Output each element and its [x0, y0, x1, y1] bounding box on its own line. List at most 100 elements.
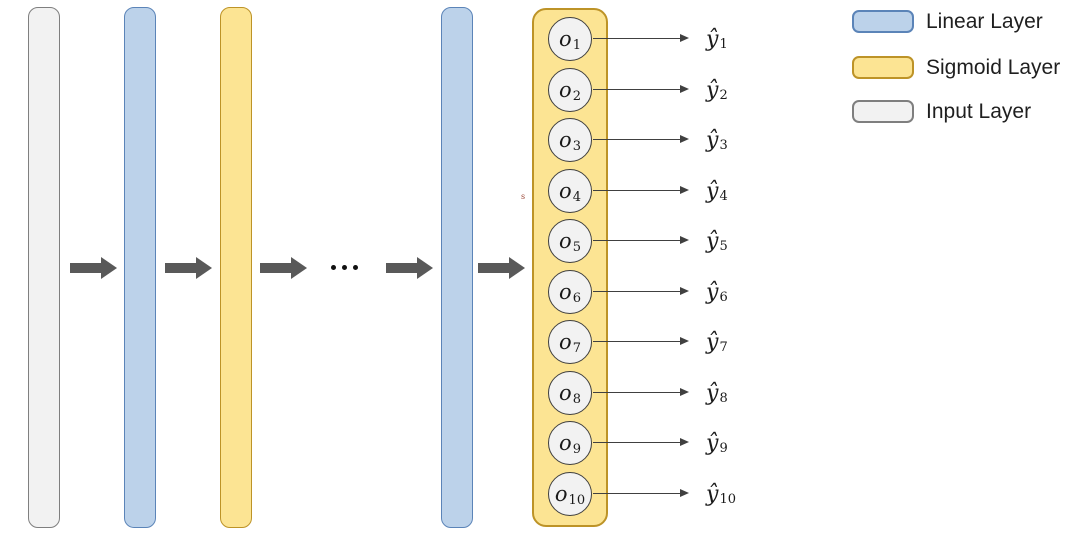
output-arrow-head-icon — [680, 388, 689, 396]
neuron-label: o6 — [559, 280, 581, 306]
output-value-label: ŷ4 — [706, 166, 728, 216]
output-value-label: ŷ1 — [706, 14, 728, 64]
legend-item-input: Input Layer — [852, 96, 1031, 127]
output-row: o6 ŷ6 — [0, 267, 1065, 317]
sigmoid-layer-swatch-icon — [852, 56, 914, 79]
neuron-label: o8 — [559, 381, 581, 407]
neuron-label: o1 — [559, 27, 581, 53]
yhat-label: ŷ10 — [706, 481, 736, 508]
output-row: o4 ŷ4 — [0, 166, 1065, 216]
output-row: o7 ŷ7 — [0, 317, 1065, 367]
output-neuron: o5 — [548, 219, 592, 263]
legend-label: Linear Layer — [926, 9, 1043, 33]
arrow-shaft — [70, 263, 102, 273]
output-neuron: o9 — [548, 421, 592, 465]
output-arrow-line — [593, 493, 681, 495]
linear-layer-swatch-icon — [852, 10, 914, 33]
output-arrow-line — [593, 291, 681, 293]
output-neuron: o2 — [548, 68, 592, 112]
sigmoid-layer-bar — [220, 7, 252, 528]
input-layer-bar — [28, 7, 60, 528]
output-value-label: ŷ6 — [706, 267, 728, 317]
yhat-label: ŷ5 — [706, 228, 728, 255]
yhat-label: ŷ4 — [706, 178, 728, 205]
output-arrow-line — [593, 190, 681, 192]
yhat-label: ŷ7 — [706, 329, 728, 356]
output-arrow-line — [593, 392, 681, 394]
output-neuron: o3 — [548, 118, 592, 162]
output-arrow-line — [593, 442, 681, 444]
yhat-label: ŷ1 — [706, 26, 728, 53]
output-row: o1 ŷ1 — [0, 14, 1065, 64]
output-arrow-line — [593, 341, 681, 343]
output-row: o8 ŷ8 — [0, 368, 1065, 418]
output-value-label: ŷ5 — [706, 216, 728, 266]
output-arrow-head-icon — [680, 186, 689, 194]
linear-layer-bar-2 — [441, 7, 473, 528]
flow-arrow-icon — [260, 257, 307, 279]
output-arrow-head-icon — [680, 287, 689, 295]
output-arrow-head-icon — [680, 135, 689, 143]
yhat-label: ŷ2 — [706, 77, 728, 104]
flow-arrow-icon — [478, 257, 525, 279]
arrow-shaft — [478, 263, 510, 273]
legend-label: Input Layer — [926, 99, 1032, 123]
arrow-head — [417, 257, 433, 279]
output-neuron: o4 — [548, 169, 592, 213]
output-row: o2 ŷ2 — [0, 65, 1065, 115]
legend-label: Sigmoid Layer — [926, 55, 1061, 79]
output-neuron: o7 — [548, 320, 592, 364]
dot-icon — [353, 265, 358, 270]
output-value-label: ŷ3 — [706, 115, 728, 165]
arrow-head — [196, 257, 212, 279]
output-row: o5 ŷ5 — [0, 216, 1065, 266]
output-arrow-head-icon — [680, 438, 689, 446]
dot-icon — [331, 265, 336, 270]
output-arrow-head-icon — [680, 85, 689, 93]
output-arrow-head-icon — [680, 34, 689, 42]
output-arrow-line — [593, 38, 681, 40]
output-arrow-head-icon — [680, 489, 689, 497]
output-neuron: o10 — [548, 472, 592, 516]
output-neuron: o6 — [548, 270, 592, 314]
output-row: o10 ŷ10 — [0, 469, 1065, 519]
output-value-label: ŷ9 — [706, 418, 728, 468]
output-neuron: o1 — [548, 17, 592, 61]
yhat-label: ŷ8 — [706, 380, 728, 407]
arrow-shaft — [260, 263, 292, 273]
output-neuron: o8 — [548, 371, 592, 415]
neuron-label: o10 — [554, 482, 586, 508]
flow-arrow-icon — [165, 257, 212, 279]
arrow-head — [509, 257, 525, 279]
input-layer-swatch-icon — [852, 100, 914, 123]
output-arrow-head-icon — [680, 236, 689, 244]
output-arrow-line — [593, 139, 681, 141]
yhat-label: ŷ3 — [706, 127, 728, 154]
flow-arrow-icon — [386, 257, 433, 279]
output-row: o3 ŷ3 — [0, 115, 1065, 165]
output-arrow-line — [593, 89, 681, 91]
output-arrow-head-icon — [680, 337, 689, 345]
legend-item-linear: Linear Layer — [852, 6, 1043, 37]
output-arrow-line — [593, 240, 681, 242]
yhat-label: ŷ6 — [706, 279, 728, 306]
stray-mark: s — [521, 192, 526, 201]
output-value-label: ŷ8 — [706, 368, 728, 418]
neuron-label: o7 — [559, 330, 581, 356]
neuron-label: o4 — [559, 179, 581, 205]
linear-layer-bar-1 — [124, 7, 156, 528]
arrow-shaft — [165, 263, 197, 273]
dot-icon — [342, 265, 347, 270]
arrow-shaft — [386, 263, 418, 273]
neuron-label: o5 — [559, 229, 581, 255]
neuron-label: o2 — [559, 78, 581, 104]
neuron-label: o9 — [559, 431, 581, 457]
output-value-label: ŷ7 — [706, 317, 728, 367]
flow-arrow-icon — [70, 257, 117, 279]
neuron-label: o3 — [559, 128, 581, 154]
legend-item-sigmoid: Sigmoid Layer — [852, 52, 1060, 83]
yhat-label: ŷ9 — [706, 430, 728, 457]
arrow-head — [101, 257, 117, 279]
output-row: o9 ŷ9 — [0, 418, 1065, 468]
